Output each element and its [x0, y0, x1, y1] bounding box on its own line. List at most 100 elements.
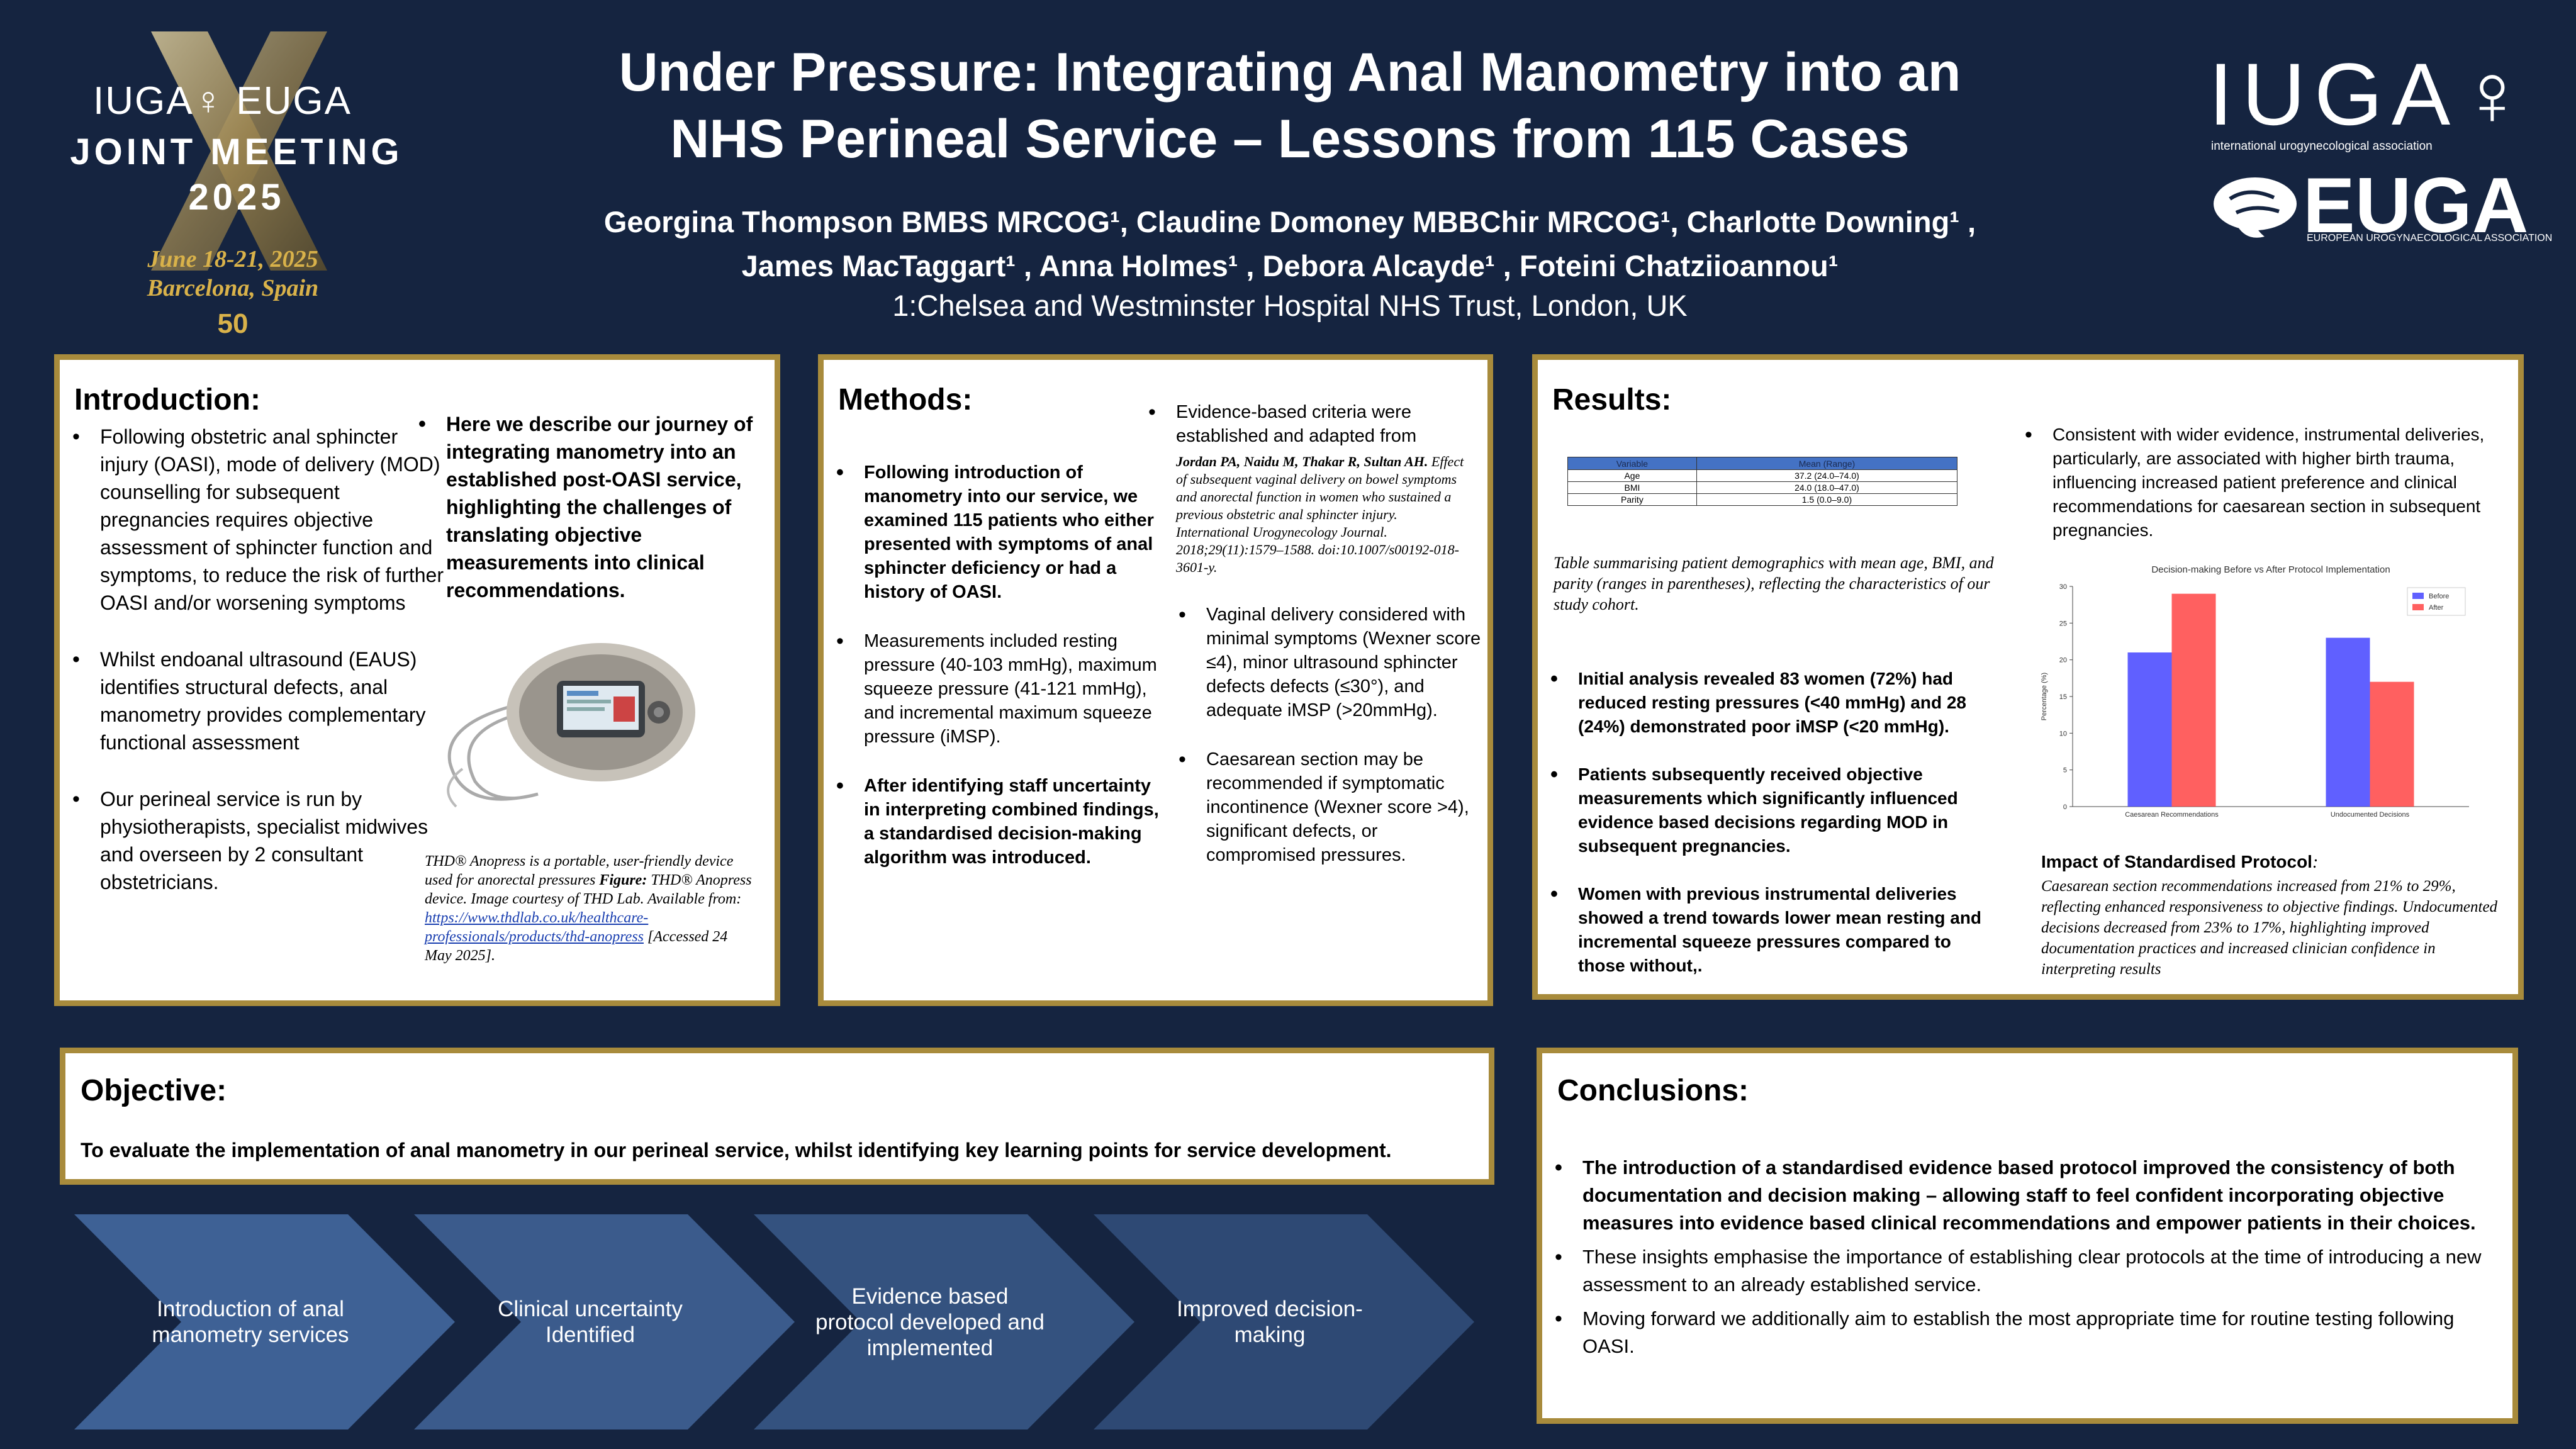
flow-step-1: Introduction of anal manometry services [74, 1214, 455, 1429]
conclusions-heading: Conclusions: [1557, 1074, 1749, 1107]
x-emblem-icon [151, 31, 327, 271]
results-panel: Results: Variable Mean (Range) Age 37.2 … [1532, 354, 2524, 1000]
impact-text: Caesarean section recommendations increa… [2041, 878, 2498, 978]
y-tick-label: 20 [2059, 657, 2067, 664]
methods-bullets-left: Following introduction of manometry into… [834, 461, 1161, 895]
flow-step-label: Clinical uncertainty Identified [498, 1297, 683, 1347]
y-axis-label: Percentage (%) [2041, 673, 2048, 720]
list-item: Evidence-based criteria were established… [1146, 400, 1486, 448]
list-item: Vaginal delivery considered with minimal… [1176, 603, 1484, 722]
poster-title: Under Pressure: Integrating Anal Manomet… [440, 39, 2139, 172]
flow-step-2: Clinical uncertainty Identified [414, 1214, 795, 1429]
criteria-intro: Evidence-based criteria were established… [1176, 402, 1417, 446]
table-cell: 1.5 (0.0–9.0) [1696, 493, 1958, 506]
y-tick-label: 15 [2059, 693, 2067, 701]
list-item: The introduction of a standardised evide… [1552, 1154, 2502, 1237]
anniversary-badge: 50 [217, 308, 249, 339]
conclusions-panel: Conclusions: The introduction of a stand… [1537, 1048, 2518, 1424]
euga-emblem-icon [2214, 177, 2297, 238]
meeting-year: 2025 [188, 177, 285, 218]
introduction-highlight: Here we describe our journey of integrat… [416, 410, 768, 633]
results-bullets-left: Initial analysis revealed 83 women (72%)… [1548, 667, 2001, 1002]
criteria-reference: Jordan PA, Naidu M, Thakar R, Sultan AH.… [1176, 454, 1464, 575]
list-item: Measurements included resting pressure (… [834, 629, 1161, 749]
authors-line-2: James MacTaggart¹ , Anna Holmes¹ , Debor… [741, 249, 1839, 283]
demographics-table: Variable Mean (Range) Age 37.2 (24.0–74.… [1567, 457, 1958, 506]
table-header: Variable [1567, 457, 1697, 470]
list-item: Here we describe our journey of integrat… [416, 410, 768, 604]
iuga-wordmark: IUGA♀ [2209, 45, 2534, 143]
list-item: Caesarean section may be recommended if … [1176, 747, 1484, 867]
y-tick-label: 25 [2059, 620, 2067, 627]
methods-heading: Methods: [838, 383, 973, 417]
joint-meeting-text: JOINT MEETING [70, 131, 403, 172]
list-item: Following obstetric anal sphincter injur… [70, 423, 447, 617]
affiliation: 1:Chelsea and Westminster Hospital NHS T… [892, 289, 1688, 322]
results-heading: Results: [1552, 383, 1672, 417]
impact-title: Impact of Standardised Protocol: [2041, 852, 2319, 872]
conclusions-bullets: The introduction of a standardised evide… [1552, 1154, 2502, 1367]
legend-box [2407, 587, 2466, 616]
flow-step-label: Improved decision-making [1177, 1297, 1363, 1347]
table-row: Age 37.2 (24.0–74.0) [1567, 469, 1958, 482]
legend-swatch [2412, 593, 2424, 599]
table-row: BMI 24.0 (18.0–47.0) [1567, 481, 1958, 494]
list-item: These insights emphasise the importance … [1552, 1243, 2502, 1299]
iuga-euga-logo: IUGA♀ international urogynecological ass… [2190, 50, 2552, 258]
table-cell: BMI [1567, 481, 1697, 494]
flow-step-label: Introduction of anal manometry services [152, 1297, 349, 1347]
meeting-dates: June 18-21, 2025 [147, 246, 318, 272]
decision-making-chart: Decision-making Before vs After Protocol… [2041, 564, 2469, 819]
x-tick-label: Caesarean Recommendations [2125, 811, 2219, 819]
table-header-row: Variable Mean (Range) [1567, 457, 1958, 470]
y-tick-label: 10 [2059, 730, 2067, 737]
iuga-euga-wordmark: IUGA♀ EUGA [93, 79, 352, 123]
objective-text: To evaluate the implementation of anal m… [81, 1139, 1392, 1161]
methods-bullets-right: Vaginal delivery considered with minimal… [1176, 603, 1484, 892]
list-item: Following introduction of manometry into… [834, 461, 1161, 604]
list-item: Consistent with wider evidence, instrume… [2022, 423, 2500, 542]
objective-heading: Objective: [81, 1074, 227, 1107]
objective-panel: Objective: To evaluate the implementatio… [60, 1048, 1494, 1185]
list-item: Whilst endoanal ultrasound (EAUS) identi… [70, 646, 447, 756]
results-bullet-right: Consistent with wider evidence, instrume… [2022, 423, 2500, 542]
meeting-city: Barcelona, Spain [147, 275, 319, 301]
list-item: Patients subsequently received objective… [1548, 763, 2001, 858]
title-line-1: Under Pressure: Integrating Anal Manomet… [619, 42, 1961, 103]
authors-line-1: Georgina Thompson BMBS MRCOG¹, Claudine … [603, 205, 1976, 238]
introduction-panel: Introduction: Following obstetric anal s… [54, 354, 780, 1006]
legend-label: After [2429, 604, 2444, 612]
device-caption: THD® Anopress is a portable, user-friend… [425, 853, 752, 964]
euga-subtitle: EUROPEAN UROGYNAECOLOGICAL ASSOCIATION [2307, 233, 2553, 243]
table-caption: Table summarising patient demographics w… [1554, 554, 1994, 613]
euga-wordmark: EUGA [2303, 162, 2529, 249]
joint-meeting-logo: IUGA♀ EUGA JOINT MEETING 2025 June 18-21… [57, 25, 409, 340]
table-cell: 24.0 (18.0–47.0) [1696, 481, 1958, 494]
methods-panel: Methods: Following introduction of manom… [818, 354, 1493, 1006]
table-header: Mean (Range) [1696, 457, 1958, 470]
y-tick-label: 30 [2059, 583, 2067, 591]
chart-title: Decision-making Before vs After Protocol… [2151, 564, 2390, 575]
list-item: Initial analysis revealed 83 women (72%)… [1548, 667, 2001, 739]
introduction-bullets: Following obstetric anal sphincter injur… [70, 423, 447, 925]
flow-step-label: Evidence based protocol developed and im… [815, 1284, 1044, 1360]
list-item: After identifying staff uncertainty in i… [834, 774, 1161, 870]
y-tick-label: 5 [2063, 767, 2067, 775]
methods-criteria: Evidence-based criteria were established… [1146, 400, 1486, 448]
iuga-subtitle: international urogynecological associati… [2211, 140, 2433, 153]
list-item: Moving forward we additionally aim to es… [1552, 1305, 2502, 1360]
title-line-2: NHS Perineal Service – Lessons from 115 … [670, 109, 1910, 169]
x-tick-label: Undocumented Decisions [2331, 811, 2410, 819]
list-item: Our perineal service is run by physiothe… [70, 785, 447, 896]
flow-step-3: Evidence based protocol developed and im… [754, 1214, 1134, 1429]
author-list: Georgina Thompson BMBS MRCOG¹, Claudine … [440, 200, 2139, 288]
flow-step-4: Improved decision-making [1094, 1214, 1474, 1429]
thd-anopress-link[interactable]: https://www.thdlab.co.uk/healthcare-prof… [425, 910, 649, 945]
legend-label: Before [2429, 593, 2449, 600]
y-tick-label: 0 [2063, 803, 2067, 811]
legend-swatch [2412, 604, 2424, 610]
bar-after [2370, 681, 2414, 807]
bar-before [2127, 652, 2172, 807]
table-row: Parity 1.5 (0.0–9.0) [1567, 493, 1958, 506]
list-item: Women with previous instrumental deliver… [1548, 882, 2001, 978]
